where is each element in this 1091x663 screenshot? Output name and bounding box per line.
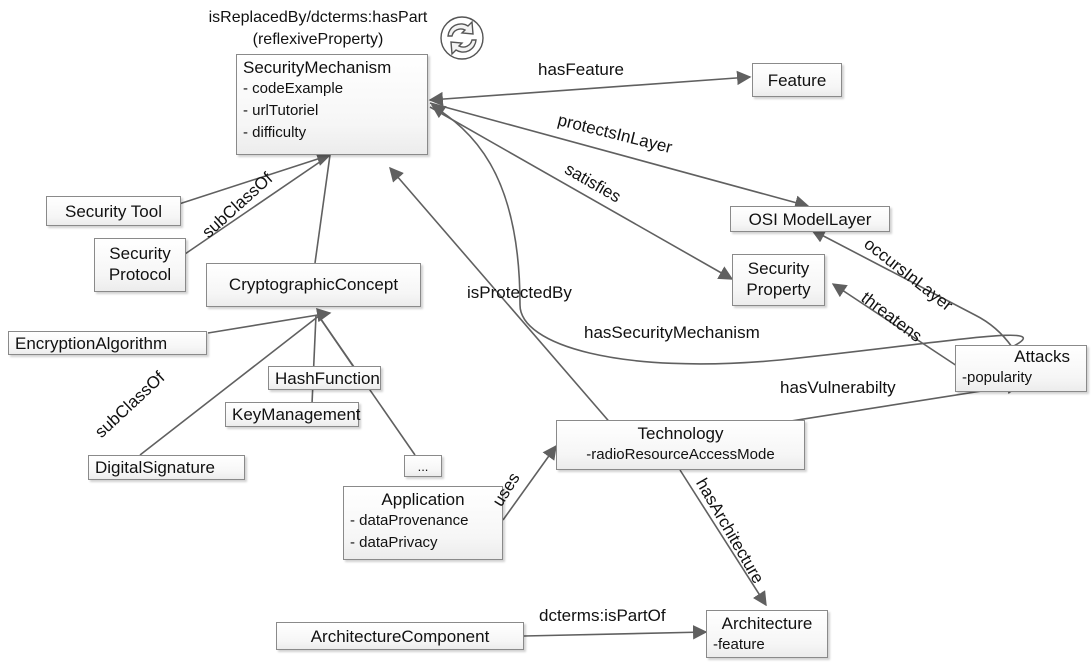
node-attr: -radioResourceAccessMode [586,446,775,463]
node-name-line1: Security [109,244,171,263]
node-name: DigitalSignature [95,458,216,477]
node-name: ArchitectureComponent [310,627,490,646]
edge-crypto-subclass [314,154,331,264]
label-is-protected-by: isProtectedBy [467,283,572,302]
reflexive-property-subtitle: (reflexiveProperty) [252,31,384,48]
node-name: Application [381,490,465,509]
node-architecture[interactable]: Architecture -feature [706,610,828,658]
node-feature[interactable]: Feature [752,63,842,97]
edge-occurs-in-layer [810,229,1013,348]
node-ellipsis[interactable]: ... [404,455,442,477]
node-technology[interactable]: Technology -radioResourceAccessMode [556,420,805,470]
edge-security-protocol-subclass [184,154,331,255]
node-name: SecurityMechanism [243,58,392,77]
node-name: KeyManagement [232,405,361,424]
reflexive-property-title: isReplacedBy/dcterms:hasPart [208,9,428,26]
edge-digital-signature-subclass [139,314,321,456]
node-cryptographic-concept[interactable]: CryptographicConcept [206,263,421,307]
node-attr: - dataProvenance [350,512,469,529]
label-has-feature: hasFeature [538,60,624,79]
edge-has-feature [428,70,752,107]
edge-is-part-of [523,625,708,640]
node-attr: - urlTutoriel [243,102,319,119]
node-key-management[interactable]: KeyManagement [225,402,361,427]
cycle-icon [440,16,484,60]
node-name-line1: Security [747,259,810,278]
node-attr: - difficulty [243,124,307,141]
node-name: Architecture [721,614,813,633]
node-name: OSI ModelLayer [748,210,872,229]
node-attr: - codeExample [243,80,344,97]
node-attacks[interactable]: Attacks -popularity [955,345,1087,392]
node-name: HashFunction [275,369,380,388]
label-has-vulnerability: hasVulnerabilty [780,378,896,397]
edge-is-protected-by [389,166,633,449]
node-name-line2: Protocol [108,265,172,284]
node-attr: - dataPrivacy [350,534,438,551]
node-name-line2: Property [746,280,811,299]
edge-has-architecture [679,469,767,607]
node-name: ... [417,459,429,474]
node-application[interactable]: Application - dataProvenance - dataPriva… [343,486,503,560]
edge-encryption-subclass [207,307,332,334]
edge-protects-in-layer [429,102,810,210]
edge-satisfies [429,106,734,280]
node-security-tool[interactable]: Security Tool [46,196,181,226]
node-attr: -feature [713,636,765,653]
node-hash-function[interactable]: HashFunction [268,366,381,390]
edge-uses [502,444,557,521]
node-digital-signature[interactable]: DigitalSignature [88,455,245,480]
node-encryption-algorithm[interactable]: EncryptionAlgorithm [8,331,207,355]
label-has-security-mechanism: hasSecurityMechanism [584,323,760,342]
node-name: CryptographicConcept [228,275,399,294]
node-osi-model-layer[interactable]: OSI ModelLayer [730,206,890,232]
node-name: Security Tool [64,202,162,221]
edge-threatens [831,283,958,367]
edge-key-management-subclass [311,314,317,405]
node-architecture-component[interactable]: ArchitectureComponent [276,622,524,650]
node-security-property[interactable]: Security Property [732,254,825,306]
node-name: EncryptionAlgorithm [15,334,168,353]
edge-has-security-mechanism [430,104,1025,365]
edge-security-tool-subclass [178,152,332,205]
node-name: Attacks [1014,347,1070,366]
node-attr: -popularity [962,369,1033,386]
node-security-mechanism[interactable]: SecurityMechanism - codeExample - urlTut… [236,54,428,155]
node-name: Feature [767,71,827,90]
node-name: Technology [637,424,724,443]
node-security-protocol[interactable]: Security Protocol [94,238,186,292]
label-is-part-of: dcterms:isPartOf [539,606,666,625]
